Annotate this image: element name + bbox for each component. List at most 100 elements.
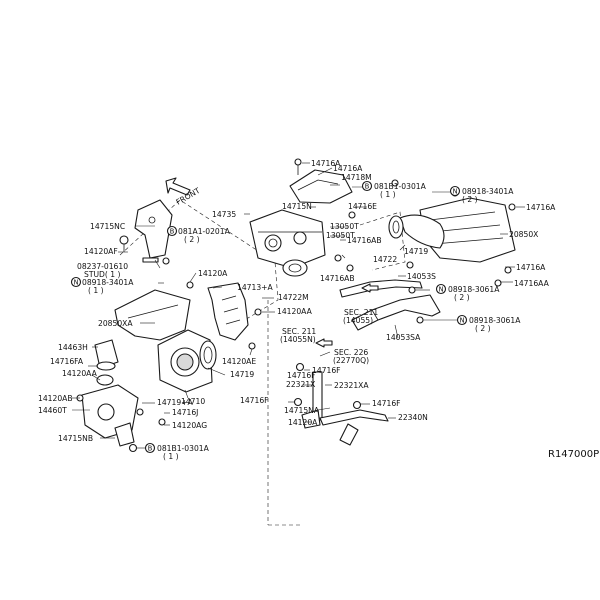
label-081A1-0201A-qty: ( 2 ) — [184, 235, 200, 244]
label-sec211-a: SEC. 211 — [344, 308, 378, 317]
clip-14716F-b — [293, 397, 303, 407]
label-22321XA: 22321XA — [334, 381, 369, 390]
label-08918-3061A-a-qty: ( 2 ) — [454, 293, 470, 302]
egr-valve-14735 — [249, 209, 326, 269]
label-14053S: 14053S — [407, 272, 436, 281]
label-13050T-b: 13050T — [326, 231, 355, 240]
egr-tube-14053S — [339, 279, 423, 298]
label-08918-3061A-b-qty: ( 2 ) — [475, 324, 491, 333]
label-14120A: 14120A — [198, 269, 228, 278]
label-081A1-0201A: 081A1-0201A — [178, 227, 231, 236]
hose-14463H — [94, 339, 119, 369]
label-08918-3401A-right: 08918-3401A — [462, 187, 514, 196]
heat-shield-20850XA — [114, 289, 191, 341]
circle-marker-n-left: N — [70, 276, 82, 288]
label-14716E: 14716E — [348, 202, 377, 211]
label-14716F-b: 14716F — [312, 366, 341, 375]
stud-08237 — [142, 257, 159, 263]
label-14716A-b: 14716A — [333, 164, 363, 173]
label-14716F-d: 14716F — [372, 399, 401, 408]
label-14120AE: 14120AE — [222, 357, 256, 366]
label-08918-3061A-a: 08918-3061A — [448, 285, 500, 294]
circle-marker-n-3061-a: N — [435, 283, 447, 295]
reference-code: R147000P — [548, 449, 599, 460]
label-14715NB: 14715NB — [58, 434, 93, 443]
label-081B1-0301A-bottom: 081B1-0301A — [157, 444, 210, 453]
label-14053SA: 14053SA — [386, 333, 421, 342]
label-14716F-a: 14716F — [287, 371, 316, 380]
bolt-081B1-bottom — [128, 443, 138, 453]
circle-marker-n-3061-b: N — [456, 314, 468, 326]
label-14719: 14719 — [404, 247, 428, 256]
label-08237-stud: STUD( 1 ) — [84, 270, 120, 279]
svg-text:B: B — [148, 445, 153, 453]
label-14120AF: 14120AF — [84, 247, 118, 256]
label-14715NC: 14715NC — [90, 222, 125, 231]
egr-pipe-14713A — [207, 282, 249, 341]
label-14722: 14722 — [373, 255, 397, 264]
throttle-chamber-14710 — [157, 329, 213, 393]
label-sec211-a-sub: (14055) — [343, 316, 373, 325]
label-081B1-0301A-bottom-qty: ( 1 ) — [163, 452, 179, 461]
label-14460T: 14460T — [38, 406, 67, 415]
bracket-14715NC — [134, 199, 173, 259]
label-14719A: 14719+A — [157, 398, 194, 407]
sec-arrow-14055 — [361, 283, 379, 293]
svg-text:B: B — [170, 228, 175, 236]
label-14710: 14710 — [181, 397, 205, 406]
label-14120AB: 14120AB — [38, 394, 73, 403]
gasket-14719-right — [388, 215, 404, 239]
label-14716A-r1: 14716A — [526, 203, 556, 212]
label-sec226: SEC. 226 — [334, 348, 368, 357]
label-14719-b: 14719 — [230, 370, 254, 379]
svg-text:N: N — [460, 317, 465, 325]
pipe-22340N — [319, 409, 389, 446]
gasket-14719-left — [199, 340, 217, 370]
label-sec226-sub: (22770Q) — [333, 356, 369, 365]
label-22321X: 22321X — [286, 380, 315, 389]
label-13050T-a: 13050T — [330, 222, 359, 231]
label-14716J: 14716J — [172, 408, 198, 417]
circle-marker-b-top: B — [361, 180, 373, 192]
svg-text:B: B — [365, 183, 370, 191]
label-20850XA: 20850XA — [98, 319, 133, 328]
label-20850X: 20850X — [509, 230, 538, 239]
circle-marker-b-bottom: B — [144, 442, 156, 454]
clip-14716F-a — [295, 362, 305, 372]
label-08918-3401A-left: 08918-3401A — [82, 278, 134, 287]
label-14713A: 14713+A — [237, 283, 274, 292]
label-14716AB-b: 14716AB — [320, 274, 355, 283]
label-22340N: 22340N — [398, 413, 428, 422]
label-14716AA-r: 14716AA — [514, 279, 550, 288]
svg-text:N: N — [439, 286, 444, 294]
label-14715N: 14715N — [282, 202, 312, 211]
label-14722M: 14722M — [278, 293, 309, 302]
front-arrow-icon — [165, 177, 191, 196]
egr-tube-14053SA — [351, 294, 441, 331]
label-081B1-0301A-top: 081B1-0301A — [374, 182, 427, 191]
label-14735: 14735 — [212, 210, 236, 219]
label-14716FA: 14716FA — [50, 357, 84, 366]
label-14716A-top: 14716A — [311, 159, 341, 168]
label-14120AA-mid: 14120AA — [277, 307, 313, 316]
clamp-14120AA-left — [96, 374, 114, 386]
egr-tube-14713 — [399, 214, 445, 249]
bracket-14715NA — [301, 409, 321, 429]
label-08918-3061A-b: 08918-3061A — [469, 316, 521, 325]
bolt-14716A-top — [294, 158, 302, 175]
label-08237-01610: 08237-01610 — [77, 262, 128, 271]
label-14716A-r2: 14716A — [516, 263, 546, 272]
label-14120A-b: 14120A — [288, 418, 318, 427]
heat-shield-14718M — [289, 169, 353, 204]
circle-marker-b-left: B — [166, 225, 178, 237]
gasket-13050T — [282, 259, 308, 277]
svg-text:N: N — [453, 188, 458, 196]
assembly-outline-right — [359, 211, 406, 271]
label-14715NA: 14715NA — [284, 406, 320, 415]
clip-14716F-c — [352, 400, 362, 410]
leader-lines — [72, 162, 525, 449]
sec-arrow-14055N — [315, 338, 333, 348]
label-081B1-0301A-top-qty: ( 1 ) — [380, 190, 396, 199]
